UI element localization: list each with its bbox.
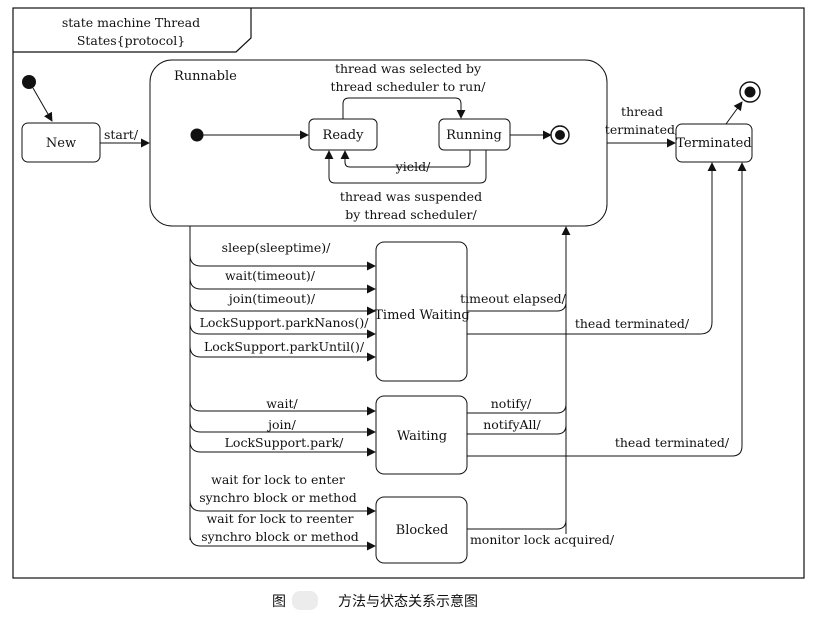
park-until-arrow xyxy=(189,345,376,362)
notify-all-arrow xyxy=(467,424,567,435)
notify-arrow xyxy=(467,403,567,414)
park-arrow xyxy=(189,440,376,457)
wait-lock-arrow xyxy=(189,499,376,516)
start-label: start/ xyxy=(104,127,139,142)
timeout-elapsed-label: timeout elapsed/ xyxy=(460,291,567,306)
state-blocked-label: Blocked xyxy=(396,523,449,538)
wait-lock-label-1: wait for lock to enter xyxy=(211,472,345,487)
wait-relock-arrow xyxy=(189,534,376,551)
selected-label-2: thread scheduler to run/ xyxy=(331,79,487,94)
initial-arrow xyxy=(32,87,53,122)
thead-terminated-tw-arrow xyxy=(467,162,717,335)
join-label: join/ xyxy=(266,417,296,432)
state-running-label: Running xyxy=(446,128,502,143)
caption-prefix: 图 xyxy=(272,594,286,610)
monitor-acquired-label: monitor lock acquired/ xyxy=(470,532,615,547)
notify-label: notify/ xyxy=(491,396,532,411)
wait-label: wait/ xyxy=(266,396,298,411)
state-waiting xyxy=(375,395,468,475)
park-until-label: LockSupport.parkUntil()/ xyxy=(204,339,365,354)
join-timeout-arrow xyxy=(189,299,376,316)
wait-timeout-label: wait(timeout)/ xyxy=(225,268,316,283)
wait-arrow xyxy=(189,399,376,416)
join-arrow xyxy=(189,420,376,437)
state-terminated-label: Terminated xyxy=(676,136,751,151)
suspended-label-1: thread was suspended xyxy=(340,189,482,204)
state-blocked xyxy=(375,496,468,564)
wait-lock-label-2: synchro block or method xyxy=(199,490,356,505)
wait-timeout-arrow xyxy=(189,277,376,294)
caption-text: 方法与状态关系示意图 xyxy=(338,593,478,610)
state-timed-waiting-label: Timed Waiting xyxy=(374,308,470,323)
thead-terminated-w-arrow xyxy=(467,162,747,457)
selected-label-1: thread was selected by xyxy=(335,61,482,76)
monitor-acquired-arrow xyxy=(467,519,567,530)
join-timeout-label: join(timeout)/ xyxy=(227,291,316,306)
sleep-label: sleep(sleeptime)/ xyxy=(222,240,331,255)
caption-number-blot xyxy=(292,591,318,610)
thead-terminated-w-label: thead terminated/ xyxy=(615,435,730,450)
park-nanos-label: LockSupport.parkNanos()/ xyxy=(200,315,370,330)
park-label: LockSupport.park/ xyxy=(225,435,345,450)
park-nanos-arrow xyxy=(189,322,376,339)
frame-title-line1: state machine Thread xyxy=(62,15,200,30)
suspended-arrow xyxy=(324,150,487,184)
outer-frame xyxy=(12,7,805,579)
runnable-final-node-inner xyxy=(555,130,565,140)
final-node-inner xyxy=(744,86,756,98)
wait-relock-label-2: synchro block or method xyxy=(201,529,358,544)
timeout-elapsed-arrow xyxy=(467,301,567,312)
frame-title-tab xyxy=(13,8,252,53)
frame-title-line2: States{protocol} xyxy=(77,33,185,48)
terminated-final-arrow xyxy=(725,101,743,125)
thead-terminated-tw-label: thead terminated/ xyxy=(575,316,690,331)
runnable-initial-node xyxy=(190,128,204,142)
yield-label: yield/ xyxy=(395,159,431,174)
state-terminated xyxy=(675,123,753,163)
state-runnable-label: Runnable xyxy=(174,69,237,84)
state-waiting-label: Waiting xyxy=(397,429,447,444)
initial-node xyxy=(22,75,36,89)
wait-relock-label-1: wait for lock to reenter xyxy=(206,511,353,526)
selected-arrow xyxy=(342,97,466,119)
thread-terminated-label-2: terminated/ xyxy=(605,122,680,137)
notify-all-label: notifyAll/ xyxy=(483,417,541,432)
state-ready-label: Ready xyxy=(323,128,365,143)
thread-terminated-label-1: thread xyxy=(621,104,663,119)
sleep-arrow xyxy=(189,254,376,271)
state-new-label: New xyxy=(46,136,76,151)
yield-arrow xyxy=(340,150,471,168)
suspended-label-2: by thread scheduler/ xyxy=(345,207,477,222)
